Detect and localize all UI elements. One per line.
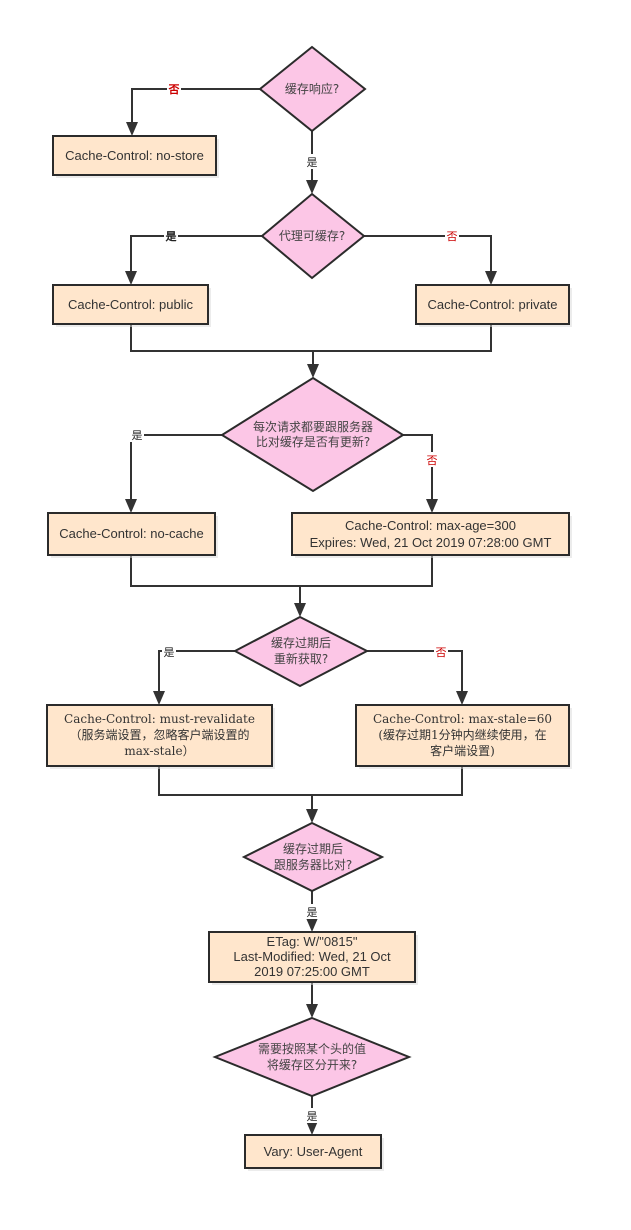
decision-text: 将缓存区分开来? <box>267 1058 357 1072</box>
decision-text: 缓存响应? <box>285 81 339 96</box>
decision-revalidate-each-request: 每次请求都要跟服务器 比对缓存是否有更新? <box>220 376 405 493</box>
arrowhead <box>307 364 319 378</box>
arrowhead <box>126 122 138 136</box>
result-box <box>47 512 216 556</box>
result-text: Cache-Control: max-stale=60 <box>373 712 552 726</box>
result-text: Expires: Wed, 21 Oct 2019 07:28:00 GMT <box>310 535 552 550</box>
result-box <box>355 704 570 767</box>
edge-proxy-yes <box>130 235 262 275</box>
decision-refetch-after-expire: 缓存过期后 重新获取? <box>232 615 370 688</box>
result-text: Last-Modified: Wed, 21 Oct <box>233 949 391 964</box>
result-private: Cache-Control: private <box>415 284 572 327</box>
result-box <box>52 135 217 176</box>
result-text: Cache-Control: private <box>427 297 557 312</box>
arrowhead <box>153 691 165 705</box>
result-no-store: Cache-Control: no-store <box>52 135 219 178</box>
result-text: 客户端设置) <box>430 743 495 758</box>
edge-cache-response-no <box>131 88 260 126</box>
decision-text: 需要按照某个头的值 <box>258 1041 366 1056</box>
result-text: （服务端设置，忽略客户端设置的 <box>69 727 249 742</box>
arrowhead <box>306 809 318 823</box>
edge-merge-1 <box>130 324 492 352</box>
result-etag: ETag: W/"0815" Last-Modified: Wed, 21 Oc… <box>208 931 418 985</box>
result-must-revalidate: Cache-Control: must-revalidate （服务端设置，忽略… <box>46 704 275 769</box>
result-box <box>244 1134 382 1169</box>
edge-revalidate-no <box>403 434 433 503</box>
result-box <box>291 512 570 556</box>
arrowhead <box>294 603 306 617</box>
result-text: Cache-Control: no-cache <box>59 526 204 541</box>
result-box <box>208 931 416 983</box>
edge-merge-3 <box>158 766 463 796</box>
decision-diamond <box>260 192 366 280</box>
decision-text: 比对缓存是否有更新? <box>256 434 370 449</box>
arrowhead <box>125 271 137 285</box>
label-yes: 是 <box>132 429 143 442</box>
decision-proxy-cacheable: 代理可缓存? <box>260 192 366 280</box>
arrowhead <box>306 180 318 194</box>
edge-revalidate-yes <box>130 434 222 503</box>
arrowhead <box>456 691 468 705</box>
edge-merge-2 <box>130 555 433 587</box>
decision-cache-response: 缓存响应? <box>258 45 367 133</box>
result-text: Cache-Control: public <box>68 297 194 312</box>
arrowhead <box>306 1004 318 1018</box>
result-text: ETag: W/"0815" <box>267 934 358 949</box>
decision-text: 缓存过期后 <box>283 842 343 856</box>
edge-proxy-no <box>364 235 492 275</box>
arrowhead <box>306 918 318 932</box>
decision-vary-by-header: 需要按照某个头的值 将缓存区分开来? <box>212 1016 412 1098</box>
arrowhead <box>306 1121 318 1135</box>
label-yes: 是 <box>307 1110 318 1123</box>
label-yes: 是 <box>164 646 175 659</box>
result-box <box>52 284 209 325</box>
decision-text: 代理可缓存? <box>279 229 345 243</box>
decision-compare-after-expire: 缓存过期后 跟服务器比对? <box>241 821 385 893</box>
decision-diamond <box>258 45 367 133</box>
label-yes: 是 <box>307 156 318 169</box>
result-public: Cache-Control: public <box>52 284 211 327</box>
arrowhead <box>426 499 438 513</box>
decision-text: 每次请求都要跟服务器 <box>253 419 373 434</box>
arrowhead <box>125 499 137 513</box>
decision-diamond <box>212 1016 412 1098</box>
arrowhead <box>485 271 497 285</box>
result-text: Vary: User-Agent <box>264 1144 363 1159</box>
result-text: (缓存过期1分钟内继续使用，在 <box>378 727 546 742</box>
decision-diamond <box>220 376 405 493</box>
result-text: Cache-Control: must-revalidate <box>64 712 255 726</box>
decision-diamond <box>232 615 370 688</box>
result-no-cache: Cache-Control: no-cache <box>47 512 218 558</box>
result-box <box>46 704 273 767</box>
decision-text: 缓存过期后 <box>271 636 331 650</box>
edge-refetch-yes <box>158 650 235 695</box>
edges <box>125 88 497 1135</box>
label-no: 否 <box>168 83 180 96</box>
label-no: 否 <box>447 230 458 243</box>
result-max-stale: Cache-Control: max-stale=60 (缓存过期1分钟内继续使… <box>355 704 572 769</box>
result-text: Cache-Control: no-store <box>65 148 204 163</box>
result-text: Cache-Control: max-age=300 <box>345 518 516 533</box>
result-text: max-stale） <box>124 744 194 758</box>
edge-labels: 否 是 是 否 是 否 是 否 是 是 <box>130 81 459 1123</box>
label-no: 否 <box>436 646 447 659</box>
label-no: 否 <box>427 454 438 467</box>
decision-text: 跟服务器比对? <box>274 857 352 872</box>
result-box <box>415 284 570 325</box>
label-yes: 是 <box>165 230 178 243</box>
decision-diamond <box>241 821 385 893</box>
result-text: 2019 07:25:00 GMT <box>254 964 370 979</box>
label-yes: 是 <box>307 906 318 919</box>
edge-refetch-no <box>367 650 463 695</box>
decision-text: 重新获取? <box>274 651 328 666</box>
result-vary: Vary: User-Agent <box>244 1134 384 1171</box>
result-max-age: Cache-Control: max-age=300 Expires: Wed,… <box>291 512 572 558</box>
